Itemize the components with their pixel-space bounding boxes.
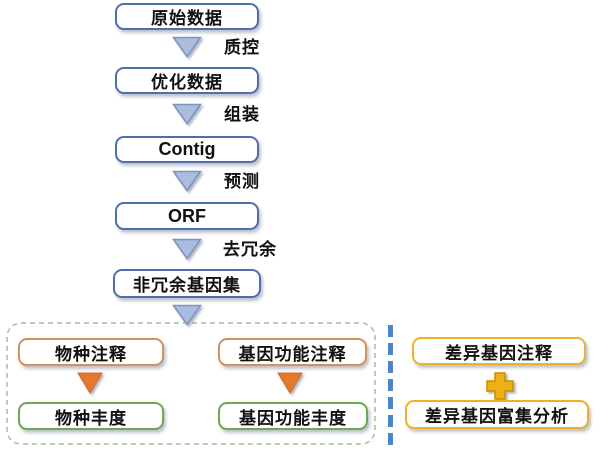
node-species-annotation: 物种注释 [18, 338, 164, 366]
node-contig: Contig [115, 136, 259, 163]
down-arrow-icon [171, 238, 203, 260]
node-function-annotation: 基因功能注释 [218, 338, 367, 366]
analysis-group-border [5, 321, 377, 446]
node-orf: ORF [115, 202, 259, 230]
down-arrow-orange-icon [277, 372, 303, 394]
down-arrow-icon [171, 103, 203, 125]
step-label-deredundancy: 去冗余 [223, 240, 277, 259]
step-label-prediction: 预测 [224, 172, 260, 191]
down-arrow-icon [171, 36, 203, 58]
step-label-qc: 质控 [224, 38, 260, 57]
down-arrow-icon [171, 170, 203, 192]
down-arrow-orange-icon [77, 372, 103, 394]
plus-icon [486, 372, 514, 400]
down-arrow-icon [171, 304, 203, 326]
node-species-abundance: 物种丰度 [18, 402, 164, 430]
node-raw-data: 原始数据 [115, 3, 259, 30]
node-diff-gene-annotation: 差异基因注释 [412, 337, 586, 365]
node-nonredundant-gene-set: 非冗余基因集 [113, 269, 261, 298]
step-label-assembly: 组装 [224, 105, 260, 124]
node-function-abundance: 基因功能丰度 [218, 402, 368, 430]
node-diff-gene-enrichment: 差异基因富集分析 [405, 400, 589, 429]
section-divider [388, 325, 393, 447]
node-optimized-data: 优化数据 [115, 67, 259, 94]
